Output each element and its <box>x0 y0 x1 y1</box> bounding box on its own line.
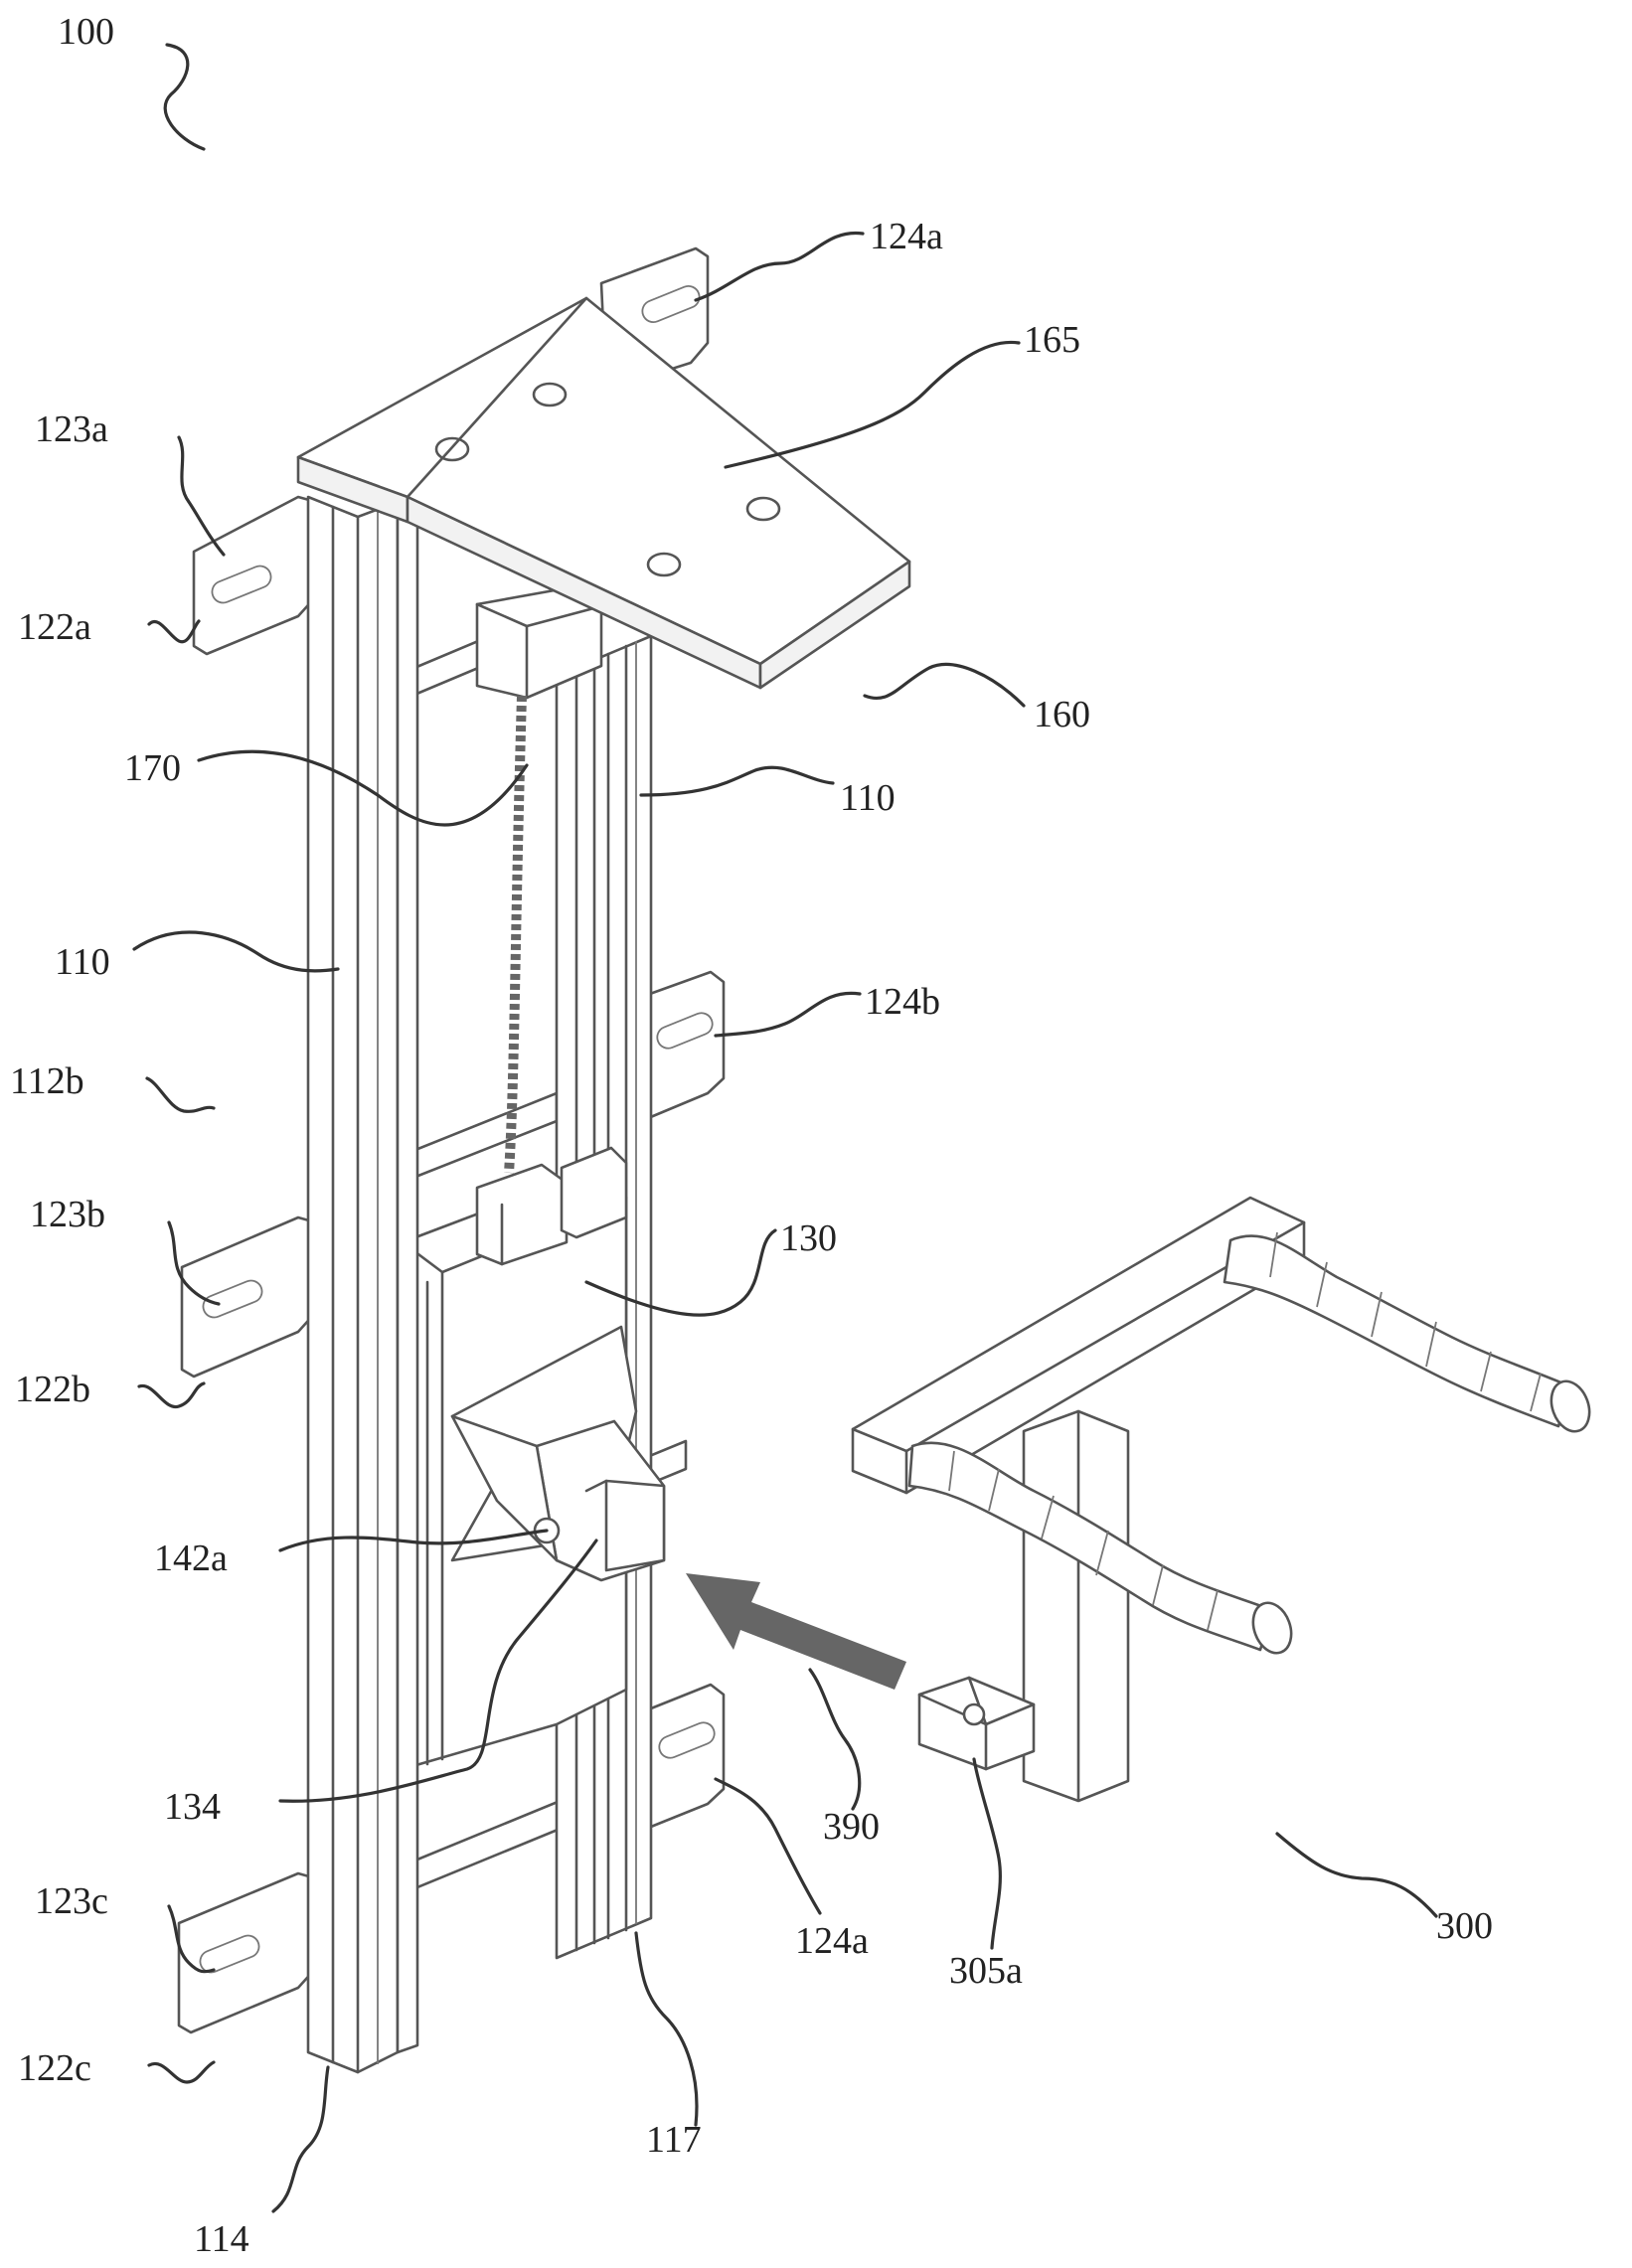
accessory-upper-arm <box>1224 1232 1596 1437</box>
label-100: 100 <box>58 11 114 53</box>
label-123c: 123c <box>35 1880 108 1922</box>
label-142a: 142a <box>154 1538 228 1579</box>
label-124b: 124b <box>865 981 940 1023</box>
label-130: 130 <box>780 1217 837 1259</box>
accessory-300 <box>853 1198 1596 1801</box>
label-305a: 305a <box>949 1950 1023 1992</box>
label-124a-top: 124a <box>870 216 943 257</box>
label-170: 170 <box>124 747 181 789</box>
label-165: 165 <box>1024 319 1080 361</box>
label-160: 160 <box>1034 694 1090 735</box>
label-390: 390 <box>823 1806 880 1848</box>
label-123b: 123b <box>30 1194 105 1235</box>
label-117: 117 <box>646 2119 702 2161</box>
label-300: 300 <box>1436 1905 1493 1947</box>
label-110-left: 110 <box>55 941 110 983</box>
label-124a-bottom: 124a <box>795 1920 869 1962</box>
label-112b: 112b <box>10 1060 84 1102</box>
wall-mount-assembly <box>179 248 909 2072</box>
direction-arrow <box>686 1573 906 1690</box>
label-122a: 122a <box>18 606 91 648</box>
label-122c: 122c <box>18 2047 91 2089</box>
left-post <box>308 497 417 2072</box>
label-114: 114 <box>194 2218 249 2260</box>
label-122b: 122b <box>15 1369 90 1410</box>
label-123a: 123a <box>35 408 108 450</box>
label-134: 134 <box>164 1786 221 1828</box>
arrow-390 <box>686 1573 906 1690</box>
label-110-right: 110 <box>840 777 896 819</box>
lift-cable <box>509 696 522 1173</box>
